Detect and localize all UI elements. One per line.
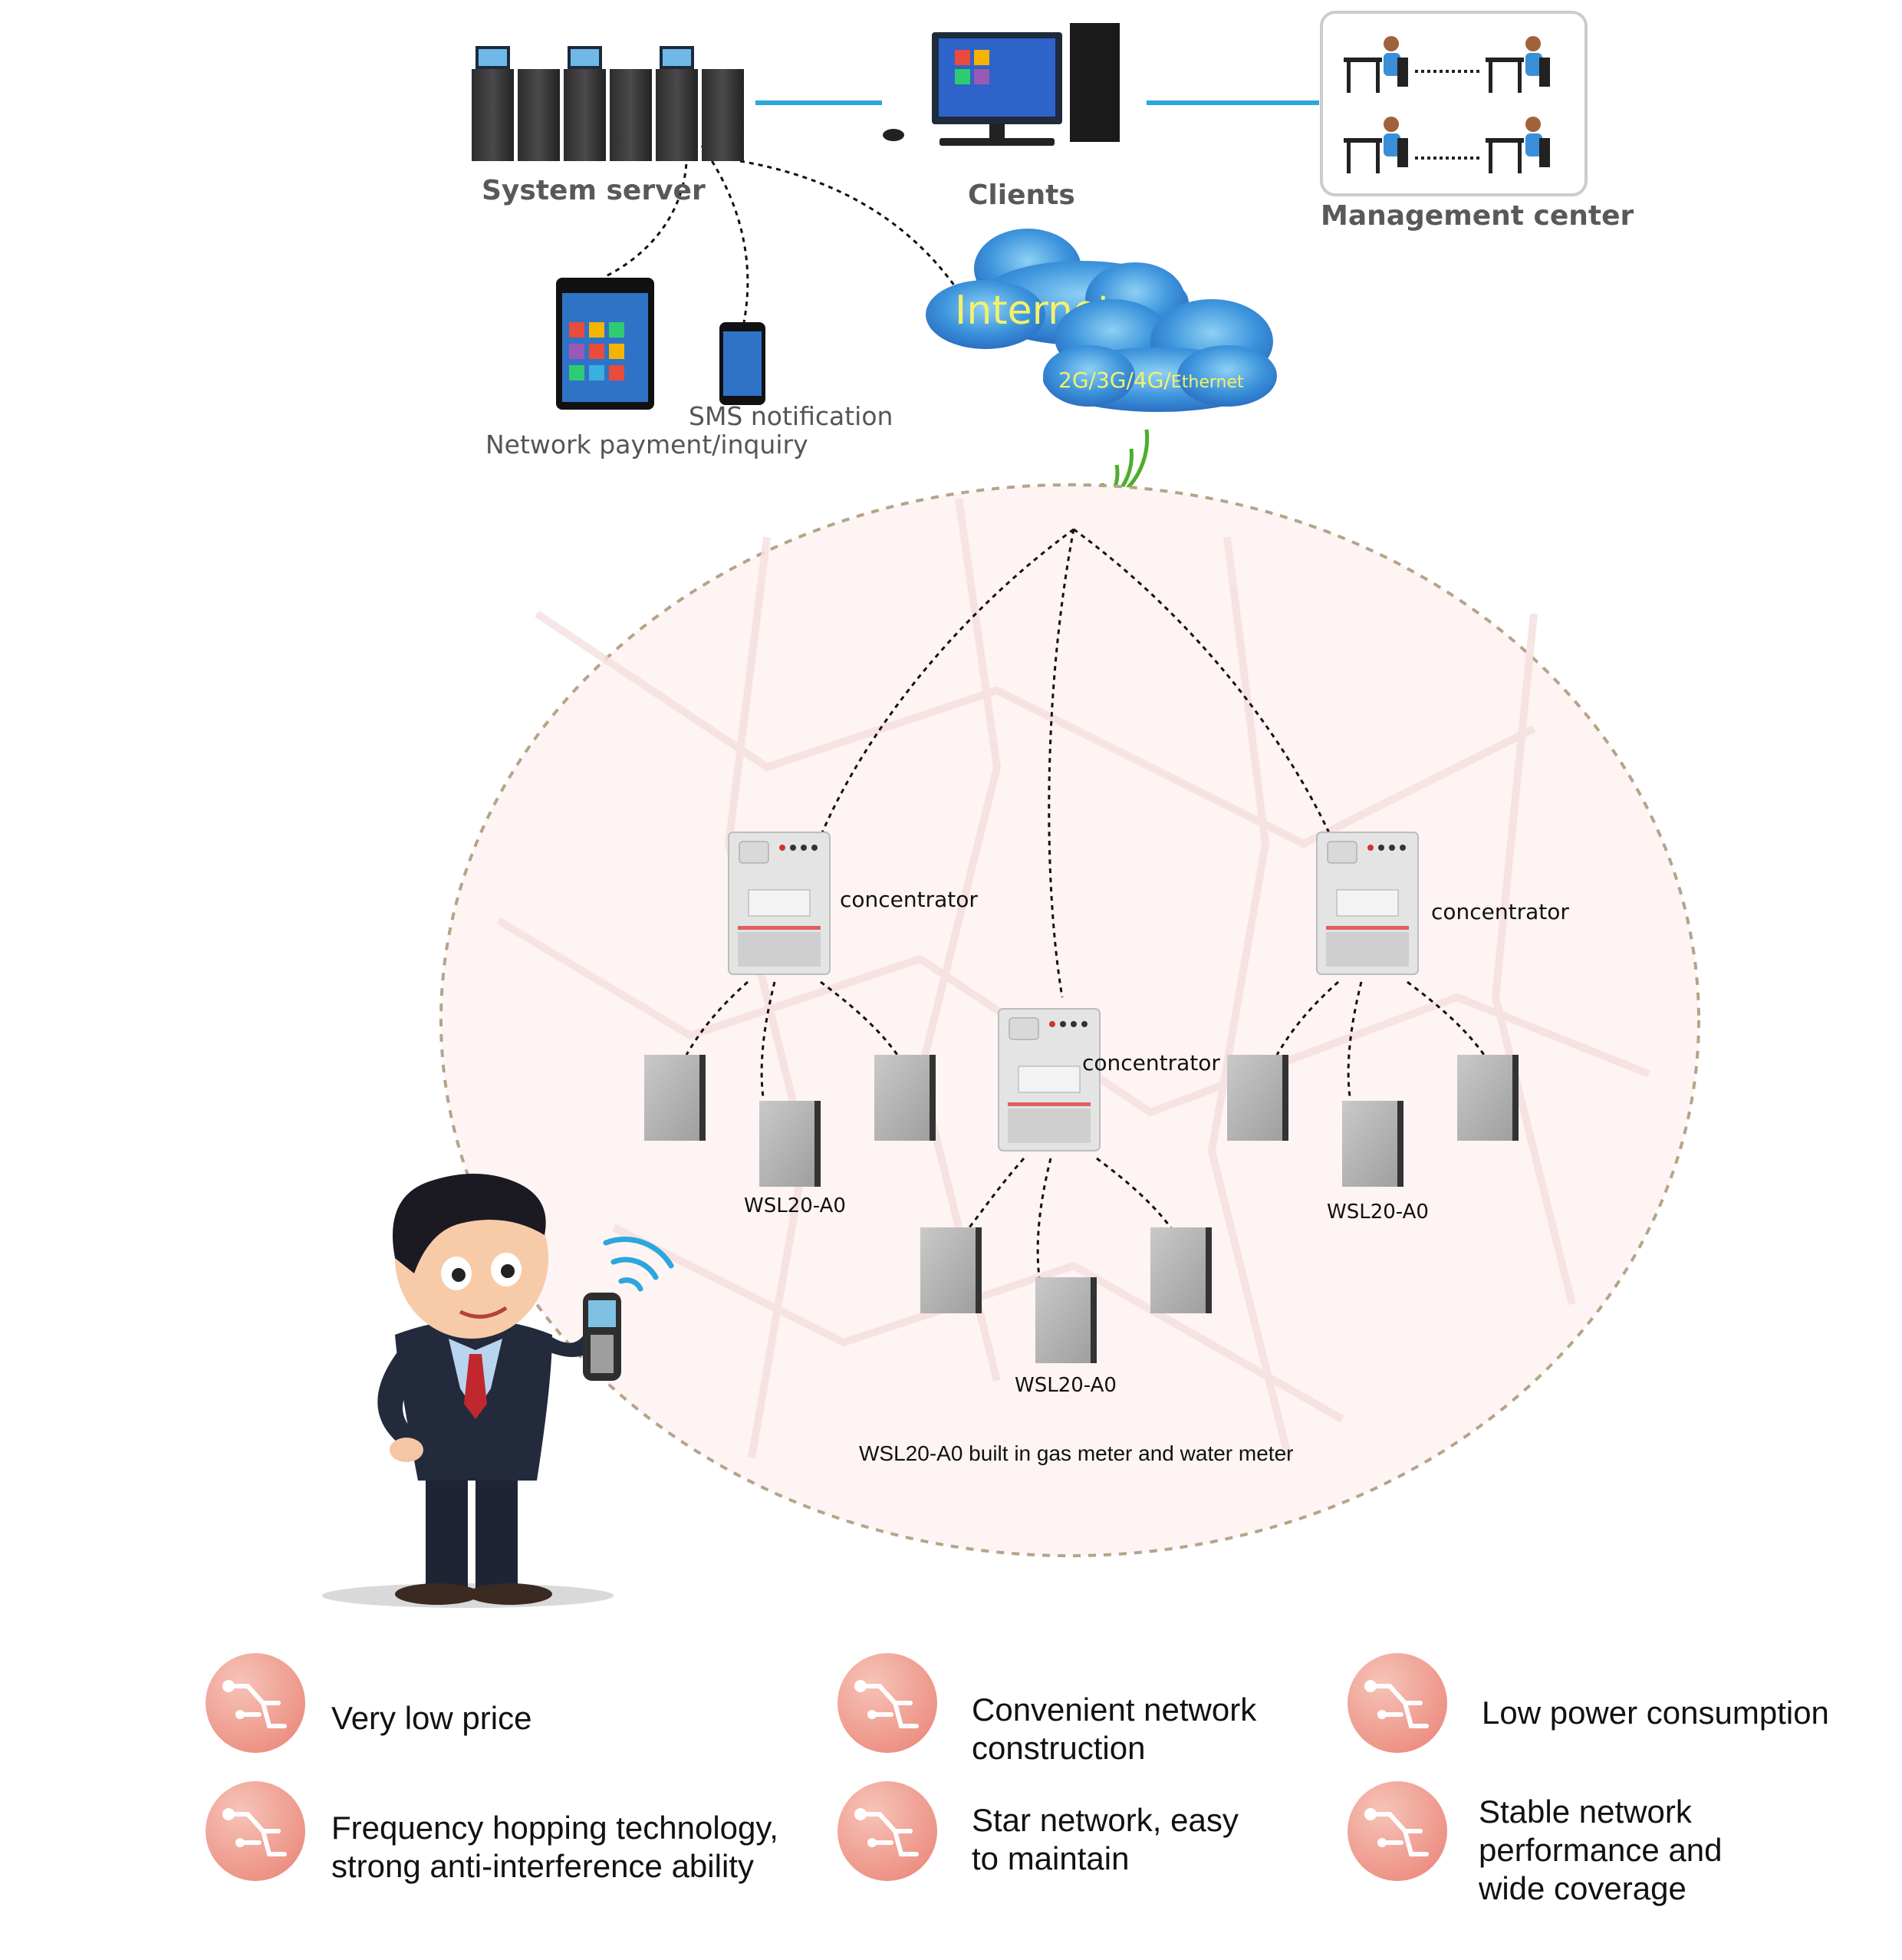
desktop-computer-icon bbox=[883, 23, 1120, 146]
technician-figure bbox=[322, 1174, 614, 1608]
feature-icon-construction bbox=[837, 1653, 937, 1753]
concentrator-center-label: concentrator bbox=[1082, 1050, 1220, 1076]
clients-label: Clients bbox=[968, 180, 1075, 211]
feature-icon-hopping bbox=[206, 1781, 305, 1881]
management-center-box bbox=[1320, 11, 1588, 196]
feature-icon-coverage bbox=[1348, 1781, 1447, 1881]
management-center-label: Management center bbox=[1321, 200, 1634, 232]
network-payment-label: Network payment/inquiry bbox=[485, 430, 808, 460]
feature-coverage: Stable network performance and wide cove… bbox=[1478, 1794, 1731, 1906]
feature-icon-star-network bbox=[837, 1781, 937, 1881]
cellular-cloud-icon bbox=[1043, 299, 1277, 412]
sms-notification-label: SMS notification bbox=[689, 401, 893, 431]
network-types-label: 2G/3G/4G/Ethernet bbox=[1058, 367, 1244, 393]
feature-icon-price bbox=[206, 1653, 305, 1753]
feature-power: Low power consumption bbox=[1482, 1695, 1829, 1731]
concentrator-device-right bbox=[1316, 832, 1419, 975]
concentrator-links bbox=[685, 528, 1486, 1278]
feature-icon-power bbox=[1348, 1653, 1447, 1753]
concentrator-device-left bbox=[728, 832, 831, 975]
mobile-phone-icon bbox=[719, 322, 765, 405]
feature-star-network: Star network, easy to maintain bbox=[972, 1802, 1247, 1876]
area-caption: WSL20-A0 built in gas meter and water me… bbox=[859, 1441, 1293, 1465]
reader-signal-icon bbox=[603, 1237, 674, 1292]
concentrator-device-center bbox=[998, 1008, 1101, 1151]
tablet-icon bbox=[556, 278, 654, 410]
server-rack-icon bbox=[472, 46, 744, 161]
feature-hopping: Frequency hopping technology, strong ant… bbox=[331, 1810, 788, 1884]
workstations-icon bbox=[1344, 36, 1550, 173]
feature-construction: Convenient network construction bbox=[972, 1692, 1265, 1766]
concentrator-left-label: concentrator bbox=[840, 887, 978, 912]
concentrator-right-label: concentrator bbox=[1431, 899, 1569, 924]
handheld-reader-icon bbox=[583, 1293, 621, 1381]
top-links bbox=[605, 100, 1319, 323]
module-left-label: WSL20-A0 bbox=[744, 1194, 846, 1217]
system-server-label: System server bbox=[482, 175, 706, 206]
feature-price: Very low price bbox=[331, 1700, 531, 1736]
module-right-label: WSL20-A0 bbox=[1327, 1201, 1429, 1224]
module-center-label: WSL20-A0 bbox=[1015, 1374, 1117, 1397]
